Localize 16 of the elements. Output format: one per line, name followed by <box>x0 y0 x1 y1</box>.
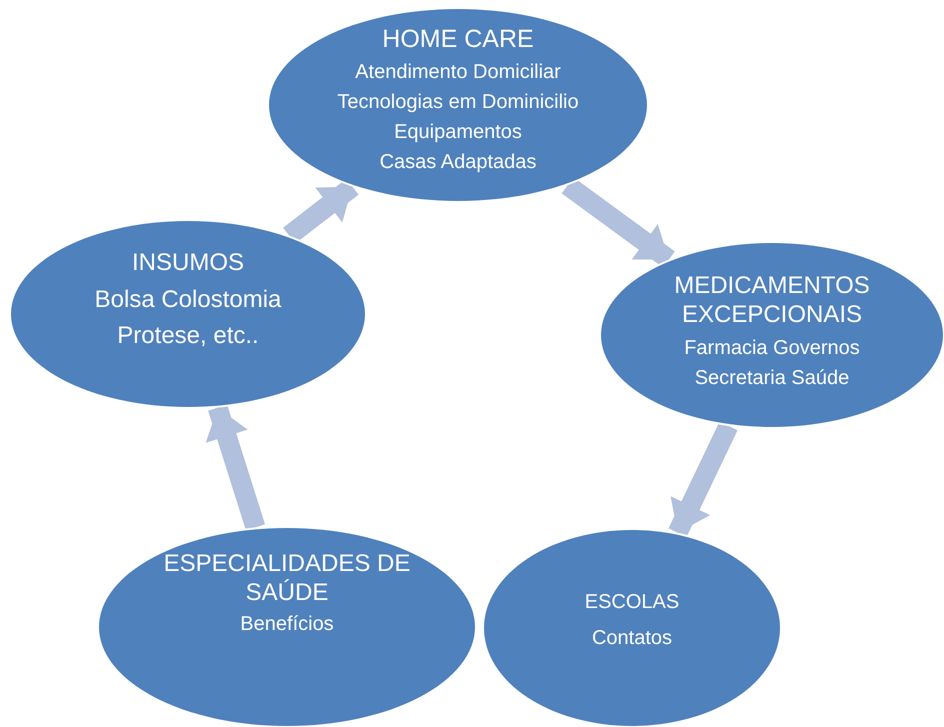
node-item: Protese, etc.. <box>117 322 259 352</box>
node-item: Casas Adaptadas <box>380 150 536 174</box>
node-item: Secretaria Saúde <box>694 366 850 390</box>
node-heading: HOME CARE <box>382 24 534 54</box>
node-item: Benefícios <box>240 612 334 636</box>
node-heading: ESPECIALIDADES DE SAÚDE <box>162 550 412 608</box>
node-item: Atendimento Domiciliar <box>355 60 561 84</box>
node-item: Farmacia Governos <box>684 336 860 360</box>
node-heading: ESCOLAS <box>584 590 680 614</box>
node-item: Contatos <box>592 626 672 650</box>
node-item: Bolsa Colostomia <box>94 286 282 314</box>
node-heading: MEDICAMENTOS EXCEPCIONAIS <box>673 272 871 330</box>
node-item: Tecnologias em Dominicilio <box>337 90 579 114</box>
block-arrow <box>668 422 738 538</box>
node-heading: INSUMOS <box>132 248 244 278</box>
node-item: Equipamentos <box>394 120 522 144</box>
